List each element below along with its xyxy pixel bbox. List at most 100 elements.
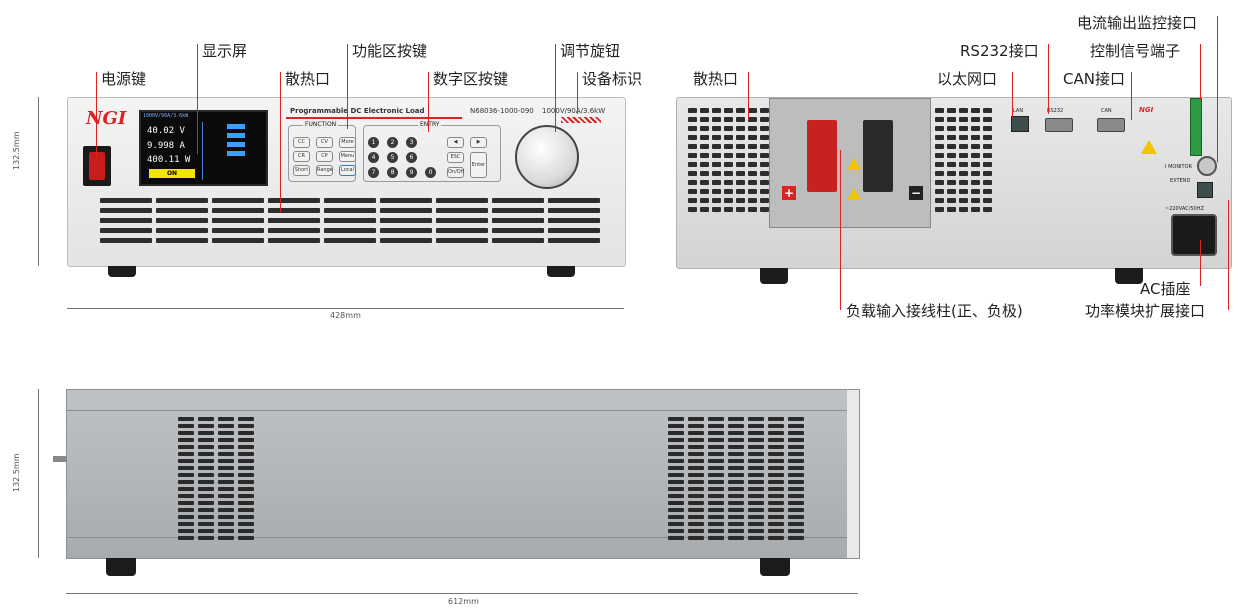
- side-vent-slot: [218, 501, 234, 505]
- front-vent-slot: [380, 208, 432, 213]
- side-vent-slot: [768, 480, 784, 484]
- key-5[interactable]: 5: [387, 152, 398, 163]
- rear-vent-slot: [688, 126, 697, 131]
- callout-numeric-keys: 数字区按键: [433, 70, 509, 88]
- side-vent-slot: [728, 431, 744, 435]
- rear-vent-slot: [971, 126, 980, 131]
- side-vent-slot: [708, 459, 724, 463]
- rear-vent-slot: [700, 153, 709, 158]
- key-1[interactable]: 1: [368, 137, 379, 148]
- key-cr[interactable]: CR: [293, 151, 310, 162]
- side-vent-slot: [668, 452, 684, 456]
- side-vent-slot: [728, 522, 744, 526]
- rear-vent-slot: [736, 180, 745, 185]
- can-port[interactable]: [1097, 118, 1125, 132]
- side-foot-right: [760, 558, 790, 576]
- key-right[interactable]: ▶: [470, 137, 487, 148]
- front-vent-slot: [380, 218, 432, 223]
- ac-socket[interactable]: [1171, 214, 1217, 256]
- ethernet-port[interactable]: [1011, 116, 1029, 132]
- side-vent-slot: [668, 417, 684, 421]
- side-vent-slot: [178, 424, 194, 428]
- side-top-seam: [67, 410, 859, 411]
- side-vent-slot: [788, 480, 804, 484]
- side-vent-slot: [238, 431, 254, 435]
- rear-vent-slot: [983, 126, 992, 131]
- rear-vent-slot: [748, 153, 757, 158]
- rear-vent-slot: [736, 117, 745, 122]
- side-vent-slot: [688, 508, 704, 512]
- key-cv[interactable]: CV: [316, 137, 333, 148]
- key-8[interactable]: 8: [387, 167, 398, 178]
- power-switch[interactable]: [83, 146, 111, 186]
- front-foot-left: [108, 266, 136, 277]
- adjust-knob[interactable]: [515, 125, 579, 189]
- rear-vent-slot: [688, 189, 697, 194]
- rear-vent-slot: [688, 108, 697, 113]
- key-esc[interactable]: ESC: [447, 152, 464, 163]
- key-short[interactable]: Short: [293, 165, 310, 176]
- key-3[interactable]: 3: [406, 137, 417, 148]
- side-vent-slot: [178, 515, 194, 519]
- side-vent-slot: [708, 445, 724, 449]
- negative-terminal[interactable]: [863, 120, 893, 192]
- key-7[interactable]: 7: [368, 167, 379, 178]
- side-vent-slot: [748, 494, 764, 498]
- front-vent-slot: [324, 238, 376, 243]
- key-4[interactable]: 4: [368, 152, 379, 163]
- key-menu[interactable]: Menu: [339, 151, 356, 162]
- side-vent-slot: [728, 473, 744, 477]
- rear-vent-slot: [724, 189, 733, 194]
- rs232-label: RS232: [1047, 108, 1064, 114]
- key-on-off[interactable]: On/Off: [447, 167, 464, 178]
- control-terminal-block[interactable]: [1190, 98, 1202, 156]
- key-cc[interactable]: CC: [293, 137, 310, 148]
- front-vent-slot: [268, 198, 320, 203]
- side-vent-slot: [768, 487, 784, 491]
- rear-foot-left: [760, 268, 788, 284]
- rear-vent-slot: [688, 198, 697, 203]
- positive-terminal[interactable]: [807, 120, 837, 192]
- side-vent-slot: [768, 536, 784, 540]
- side-vent-slot: [178, 501, 194, 505]
- side-vent-slot: [668, 466, 684, 470]
- side-vent-slot: [238, 508, 254, 512]
- side-vent-slot: [238, 515, 254, 519]
- side-vent-slot: [788, 529, 804, 533]
- key-6[interactable]: 6: [406, 152, 417, 163]
- rear-vent-slot: [760, 135, 769, 140]
- callout-input-terminals: 负载输入接线柱(正、负极): [846, 302, 1023, 320]
- side-vent-slot: [748, 515, 764, 519]
- key-local[interactable]: Local: [339, 165, 356, 176]
- key-9[interactable]: 9: [406, 167, 417, 178]
- rear-vent-slot: [983, 162, 992, 167]
- callout-ac-socket: AC插座: [1140, 280, 1191, 298]
- current-monitor-bnc[interactable]: [1197, 156, 1217, 176]
- rear-vent-slot: [724, 153, 733, 158]
- callout-current-monitor: 电流输出监控接口: [1077, 14, 1198, 32]
- key-more[interactable]: More: [339, 137, 356, 148]
- key-0[interactable]: 0: [425, 167, 436, 178]
- rear-vent-slot: [935, 207, 944, 212]
- key-enter[interactable]: Enter: [470, 152, 487, 178]
- front-vent-slot: [100, 228, 152, 233]
- key-left[interactable]: ◀: [447, 137, 464, 148]
- front-height-label: 132.5mm: [12, 131, 21, 171]
- side-vent-slot: [708, 515, 724, 519]
- brand-logo: NGI: [86, 108, 127, 129]
- side-vent-slot: [688, 529, 704, 533]
- key-2[interactable]: 2: [387, 137, 398, 148]
- expansion-port[interactable]: [1197, 182, 1213, 198]
- key-range[interactable]: Range: [316, 165, 333, 176]
- rs232-port[interactable]: [1045, 118, 1073, 132]
- side-vent-slot: [688, 473, 704, 477]
- side-vent-slot: [178, 438, 194, 442]
- rear-vent-slot: [724, 171, 733, 176]
- side-vent-slot: [688, 445, 704, 449]
- side-vent-slot: [218, 494, 234, 498]
- rear-vent-slot: [971, 180, 980, 185]
- rear-vent-slot: [971, 117, 980, 122]
- side-vent-slot: [198, 417, 214, 421]
- key-cp[interactable]: CP: [316, 151, 333, 162]
- side-vent-slot: [748, 501, 764, 505]
